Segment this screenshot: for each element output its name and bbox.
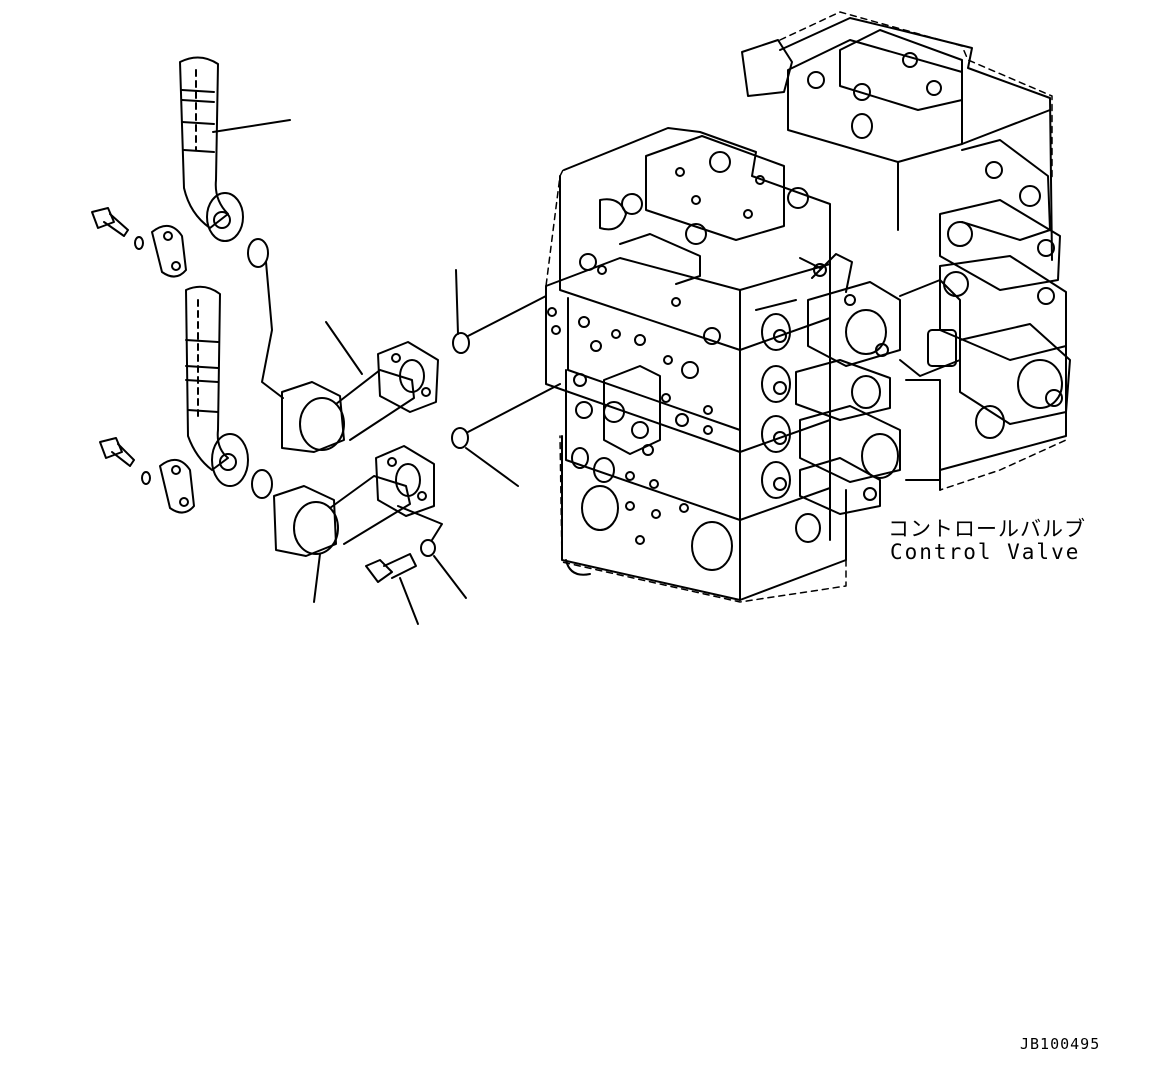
lower-elbow-fitting bbox=[273, 445, 443, 603]
leader-line-o-ring-upper bbox=[261, 261, 284, 399]
dashed-assembly-outline bbox=[545, 11, 1067, 603]
valve-o-rings bbox=[451, 269, 561, 487]
leader-line-hose-upper bbox=[212, 119, 291, 133]
leader-line-elbow-upper bbox=[325, 321, 363, 375]
leader-line-fitting bbox=[397, 505, 443, 541]
upper-elbow-fitting bbox=[281, 321, 439, 453]
lower-hose bbox=[185, 285, 249, 487]
leader-line-bolt bbox=[399, 577, 419, 625]
leader-line-washer bbox=[433, 555, 467, 599]
callout-label-jp: コントロールバルブ bbox=[888, 517, 1086, 541]
upper-bolt-set bbox=[91, 207, 284, 399]
lower-o-ring-left bbox=[251, 469, 273, 499]
lower-bolt-set bbox=[99, 437, 273, 514]
leader-line-elbow-lower bbox=[313, 553, 321, 603]
callout-label-en: Control Valve bbox=[890, 540, 1081, 564]
drawing-code: JB100495 bbox=[1020, 1035, 1101, 1053]
small-washer bbox=[420, 539, 436, 557]
upper-o-ring bbox=[247, 238, 269, 268]
upper-hose bbox=[179, 56, 291, 242]
small-bolt bbox=[365, 539, 467, 625]
